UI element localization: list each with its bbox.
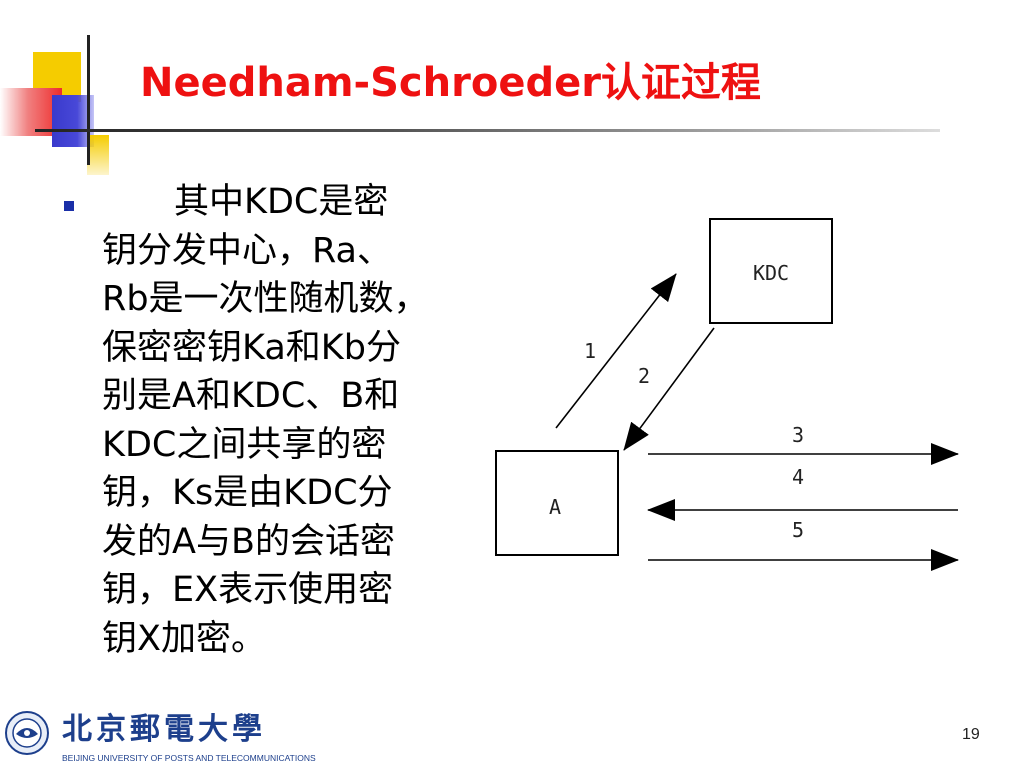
decor-vertical-line	[87, 35, 90, 165]
kdc-label: KDC	[753, 261, 789, 285]
kdc-box	[709, 218, 833, 324]
body-line: 钥X加密。	[102, 618, 266, 659]
university-name-cn: 北京郵電大學	[62, 712, 266, 747]
arrow-2-label: 2	[638, 364, 650, 388]
page-number: 19	[962, 726, 980, 743]
a-box	[495, 450, 619, 556]
body-line: Rb是一次性随机数，	[102, 279, 429, 319]
title-underline	[35, 129, 940, 132]
body-line: 钥，EX表示使用密	[102, 570, 394, 610]
body-line: 发的A与B的会话密	[102, 521, 395, 562]
arrow-5-label: 5	[792, 518, 804, 542]
arrow-4-label: 4	[792, 465, 804, 489]
body-line: 保密密钥Ka和Kb分	[102, 327, 401, 368]
university-seal-icon	[5, 711, 49, 755]
body-line: 其中KDC是密	[174, 182, 389, 222]
a-label: A	[549, 495, 561, 519]
bullet-square-icon	[64, 201, 74, 211]
body-line: 钥，Ks是由KDC分	[102, 473, 393, 513]
arrow-1-label: 1	[584, 339, 596, 363]
body-line: KDC之间共享的密	[102, 424, 387, 465]
slide-title: Needham-Schroeder认证过程	[140, 60, 761, 106]
arrow-3-label: 3	[792, 423, 804, 447]
decor-yellow-strip	[87, 135, 109, 175]
protocol-diagram: KDC A 1 2 3 4 5	[495, 218, 959, 571]
body-line: 钥分发中心，Ra、	[102, 230, 392, 271]
decor-red-square	[0, 88, 62, 136]
university-name-en: BEIJING UNIVERSITY OF POSTS AND TELECOMM…	[62, 753, 316, 763]
arrow-1	[555, 273, 677, 429]
body-line: 别是A和KDC、B和	[102, 376, 400, 416]
body-paragraph: 其中KDC是密 钥分发中心，Ra、 Rb是一次性随机数， 保密密钥Ka和Kb分 …	[102, 178, 494, 663]
arrow-2	[623, 327, 715, 451]
